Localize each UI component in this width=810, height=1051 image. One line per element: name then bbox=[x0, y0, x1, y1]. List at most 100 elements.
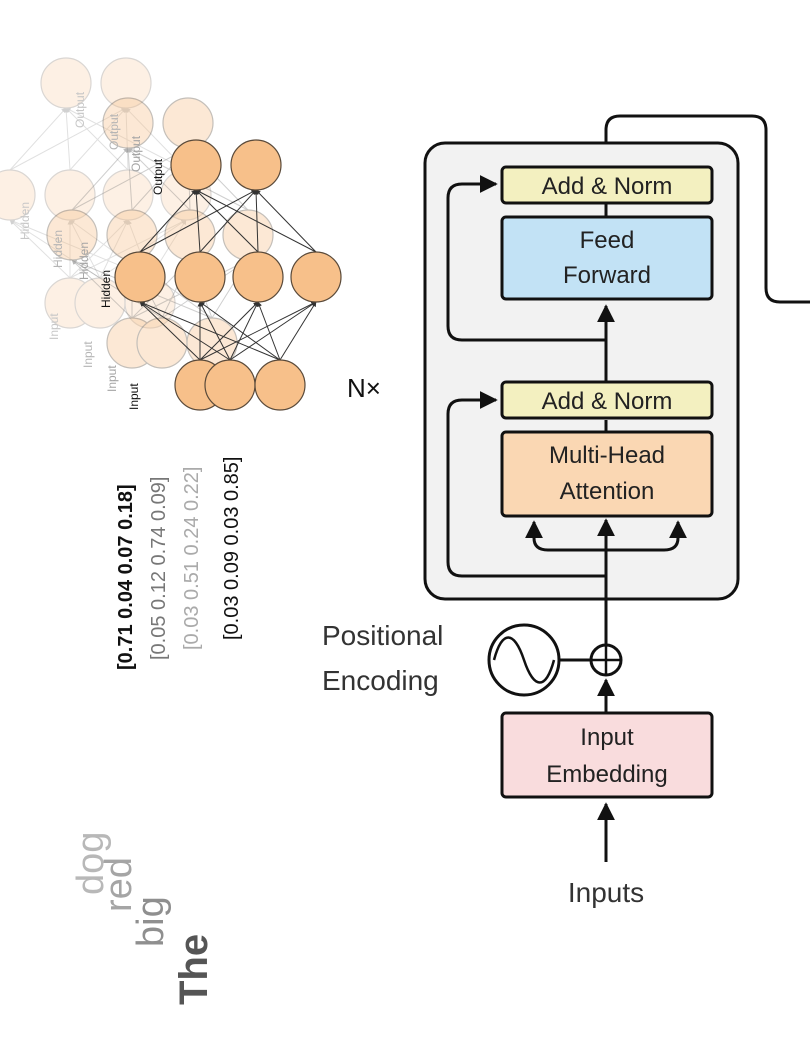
connection-edge-ghost-back bbox=[123, 107, 129, 171]
attention-label-line2: Attention bbox=[560, 478, 655, 505]
ghost-hidden-label-3: Hidden bbox=[77, 242, 91, 280]
inputs-label: Inputs bbox=[568, 877, 644, 908]
hidden-neuron-ghost-mid bbox=[106, 209, 158, 261]
encoder-block-panel bbox=[423, 141, 740, 601]
attention-branch-right bbox=[606, 520, 687, 552]
vector-values-0: [0.71 0.04 0.07 0.18] bbox=[115, 484, 137, 670]
input-neuron-ghost-back bbox=[74, 277, 126, 329]
input-embedding-label-line1: Input bbox=[580, 724, 634, 751]
encoder-output-line bbox=[604, 114, 810, 304]
transformer-encoder: N× Add & Norm Feed Forward Add & Norm Mu… bbox=[322, 114, 810, 908]
ghost-network-back bbox=[0, 57, 212, 329]
connection-edge-ghost-mid bbox=[125, 147, 133, 211]
connection-edge bbox=[193, 189, 201, 253]
input-embedding-label-line2: Embedding bbox=[546, 761, 667, 788]
connection-edge bbox=[229, 301, 317, 361]
connection-edge bbox=[255, 189, 317, 253]
connection-edge-ghost-mid bbox=[127, 147, 191, 211]
input-neuron bbox=[204, 359, 256, 411]
output-neuron bbox=[230, 139, 282, 191]
hidden-neuron-ghost-mid bbox=[46, 209, 98, 261]
word-big: big bbox=[130, 896, 172, 947]
attention-label-line1: Multi-Head bbox=[549, 442, 665, 469]
connection-edge bbox=[139, 301, 201, 361]
vector-2: [0.03 0.51 0.24 0.22] bbox=[181, 467, 203, 651]
add-norm-label-bottom: Add & Norm bbox=[542, 388, 673, 415]
input-embedding-box bbox=[500, 711, 714, 799]
repeat-count-label: N× bbox=[347, 373, 381, 403]
hidden-neuron bbox=[290, 251, 342, 303]
ghost-network-mid bbox=[46, 97, 274, 369]
add-norm-label-top: Add & Norm bbox=[542, 173, 673, 200]
residual-connection-feedforward bbox=[446, 175, 606, 342]
connection-edge-ghost-back bbox=[65, 107, 187, 171]
connection-edge bbox=[279, 301, 317, 361]
residual-connection-attention bbox=[446, 391, 606, 578]
connection-edge bbox=[199, 301, 231, 361]
add-norm-box-top bbox=[500, 165, 714, 205]
input-layer-label: Input bbox=[127, 383, 141, 410]
connection-edge-ghost-back bbox=[69, 219, 129, 279]
connection-edge bbox=[195, 189, 259, 253]
input-neuron-ghost-mid bbox=[106, 317, 158, 369]
connection-edge-ghost-mid bbox=[71, 259, 133, 319]
word-vectors: [0.71 0.04 0.07 0.18] [0.05 0.12 0.74 0.0… bbox=[115, 457, 243, 671]
hidden-neuron-ghost-back bbox=[44, 169, 96, 221]
hidden-neuron bbox=[114, 251, 166, 303]
positional-encoding-label-line2: Encoding bbox=[322, 665, 439, 696]
connection-edge bbox=[199, 189, 257, 253]
connection-edge bbox=[195, 189, 317, 253]
connection-edge bbox=[139, 301, 231, 361]
connection-edge bbox=[199, 301, 317, 361]
hidden-neuron-ghost-back bbox=[0, 169, 36, 221]
vector-1: [0.05 0.12 0.74 0.09] bbox=[148, 477, 170, 661]
vector-values-2: [0.03 0.51 0.24 0.22] bbox=[181, 467, 203, 651]
input-neuron-ghost-mid bbox=[136, 317, 188, 369]
vector-3: [0.03 0.09 0.03 0.85] bbox=[221, 457, 243, 641]
hidden-neuron-ghost-back bbox=[102, 169, 154, 221]
network-front bbox=[114, 139, 342, 411]
feed-forward-label-line1: Feed bbox=[580, 227, 635, 254]
ghost-hidden-label-2: Hidden bbox=[51, 230, 65, 268]
vector-values-1: [0.05 0.12 0.74 0.09] bbox=[148, 477, 170, 661]
output-neuron-ghost-mid bbox=[162, 97, 214, 149]
output-neuron-ghost-mid bbox=[102, 97, 154, 149]
connection-edge bbox=[199, 301, 281, 361]
word-the: The bbox=[172, 934, 216, 1005]
connection-edge-ghost-mid bbox=[71, 147, 129, 211]
connection-edge-ghost-back bbox=[65, 107, 129, 171]
connection-edge bbox=[139, 301, 281, 361]
ghost-input-label: Input bbox=[47, 313, 61, 340]
connection-edge-ghost-mid bbox=[71, 147, 189, 211]
connection-edge-ghost-back bbox=[9, 107, 127, 171]
connection-edge-ghost-back bbox=[69, 219, 187, 279]
neural-network-stack: Output Output Output Output Hidden Hidde… bbox=[0, 57, 342, 411]
output-neuron-ghost-back bbox=[40, 57, 92, 109]
ghost-input-label-3: Input bbox=[105, 365, 119, 392]
output-layer-label: Output bbox=[151, 158, 165, 195]
connection-edge-ghost-back bbox=[63, 107, 71, 171]
input-words: dog red big The bbox=[70, 832, 216, 1005]
add-norm-box-bottom bbox=[500, 380, 714, 420]
output-neuron-ghost-back bbox=[100, 57, 152, 109]
hidden-neuron bbox=[232, 251, 284, 303]
connection-edge bbox=[229, 301, 259, 361]
output-neuron bbox=[170, 139, 222, 191]
hidden-layer-label: Hidden bbox=[99, 270, 113, 308]
connection-edge-ghost-back bbox=[69, 107, 127, 171]
connection-edge bbox=[139, 189, 197, 253]
input-neuron bbox=[254, 359, 306, 411]
ghost-output-label-2: Output bbox=[107, 113, 121, 150]
connection-edge-ghost-back bbox=[9, 219, 71, 279]
feed-forward-label-line2: Forward bbox=[563, 262, 651, 289]
ghost-hidden-label: Hidden bbox=[18, 202, 32, 240]
input-neuron-ghost-back bbox=[44, 277, 96, 329]
sine-wave-icon bbox=[492, 636, 556, 684]
ghost-output-label: Output bbox=[73, 91, 87, 128]
word-dog: dog bbox=[70, 832, 112, 895]
positional-encoding-label-line1: Positional bbox=[322, 620, 443, 651]
connection-edge-ghost-back bbox=[99, 219, 129, 279]
hidden-neuron bbox=[174, 251, 226, 303]
connection-edge bbox=[199, 301, 259, 361]
